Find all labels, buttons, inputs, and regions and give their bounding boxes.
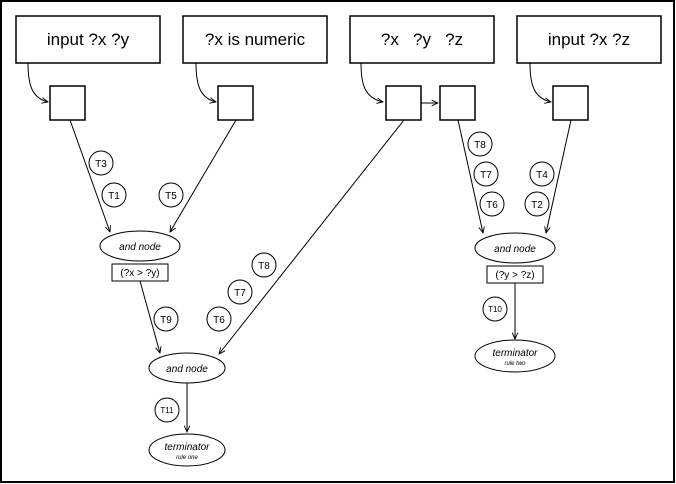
connector-pattern-2 [195,62,216,102]
condition-label: (?x > ?y) [120,268,159,279]
svg-text:T7: T7 [480,170,492,181]
and-node-2: and node [474,232,556,264]
connector-alpha5-and2 [546,119,572,233]
pattern-box-x-y-z: ?x ?y ?z [349,15,495,64]
token-t9: T9 [153,306,179,332]
connector-alpha4-and2 [457,119,483,233]
and-node-3: and node [148,352,226,384]
token-t4: T4 [529,161,555,187]
terminator-sublabel: rule two [504,361,526,367]
pattern-box-input-x-y: input ?x ?y [15,15,161,64]
condition-box-2: (?y > ?z) [486,265,544,284]
pattern-label: input ?x ?y [47,30,130,49]
and-node-1: and node [99,230,181,262]
token-t3: T3 [88,150,114,176]
pattern-box-x-is-numeric: ?x is numeric [182,15,328,64]
terminator-label: terminator [492,348,538,359]
connector-alpha3-and3 [219,119,405,354]
svg-text:T11: T11 [160,406,174,415]
and-node-label: and node [166,364,208,375]
token-t10: T10 [482,296,508,322]
token-t1: T1 [101,182,127,208]
svg-text:T7: T7 [234,288,246,299]
terminator-rule-two: terminator rule two [474,339,556,373]
token-t11: T11 [154,397,180,423]
and-node-label: and node [119,242,161,253]
alpha-memory-3 [385,85,422,121]
condition-box-1: (?x > ?y) [111,263,169,282]
svg-text:T5: T5 [165,191,177,202]
terminator-rule-one: terminator rule one [148,433,226,467]
token-t8: T8 [467,131,493,157]
token-t8: T8 [251,252,277,278]
svg-text:T9: T9 [160,315,172,326]
svg-text:T4: T4 [536,170,548,181]
svg-text:T8: T8 [258,261,270,272]
token-t5: T5 [158,182,184,208]
pattern-label: input ?x ?z [548,30,630,49]
alpha-memory-4 [439,85,476,121]
terminator-label: terminator [164,442,210,453]
token-t7: T7 [227,279,253,305]
token-t7: T7 [473,161,499,187]
connector-alpha1-and1 [69,119,110,232]
connector-and1-and3 [139,280,160,353]
connector-pattern-1 [27,62,48,102]
alpha-memory-5 [552,85,589,121]
svg-text:T6: T6 [486,200,498,211]
svg-text:T10: T10 [488,305,502,314]
svg-text:T8: T8 [474,140,486,151]
alpha-memory-1 [49,85,86,121]
connector-pattern-4 [529,62,551,102]
pattern-label: ?x ?y ?z [381,30,463,49]
connector-alpha2-and1 [170,119,237,232]
pattern-label: ?x is numeric [205,30,306,49]
and-node-label: and node [494,244,536,255]
svg-text:T2: T2 [531,200,543,211]
pattern-box-input-x-z: input ?x ?z [516,15,662,64]
token-t2: T2 [524,191,550,217]
svg-text:T3: T3 [95,159,107,170]
svg-text:T1: T1 [108,191,120,202]
terminator-sublabel: rule one [176,455,198,461]
connector-pattern-3 [360,62,383,102]
condition-label: (?y > ?z) [495,270,534,281]
svg-text:T6: T6 [213,315,225,326]
token-t6: T6 [206,306,232,332]
token-t6: T6 [479,191,505,217]
alpha-memory-2 [217,85,254,121]
